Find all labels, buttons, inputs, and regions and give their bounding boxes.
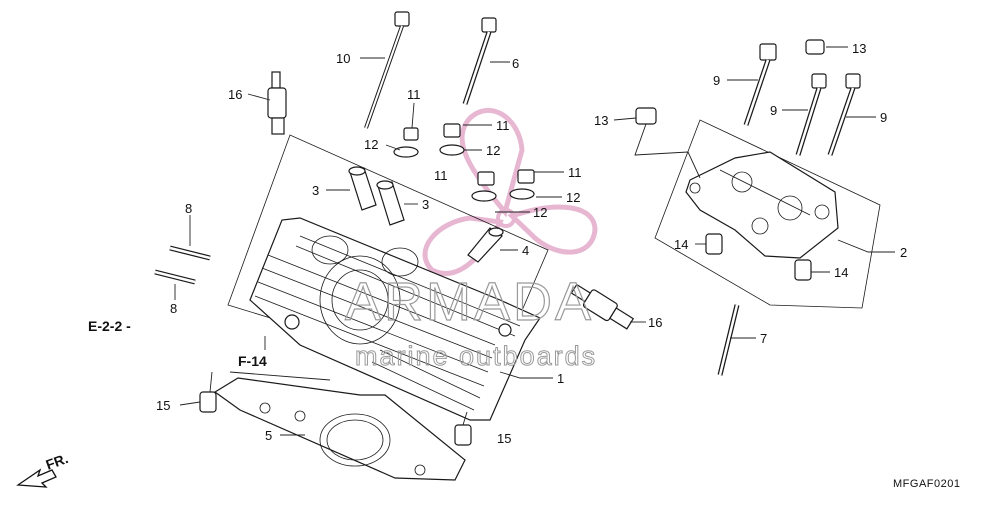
leader-lines [174, 46, 895, 436]
callout-4: 4 [522, 243, 529, 258]
callout-15-left: 15 [156, 398, 170, 413]
callout-7: 7 [760, 331, 767, 346]
dowel-pin-14-right [794, 259, 812, 281]
callout-5: 5 [265, 428, 272, 443]
valve-guide-3-left [348, 166, 377, 211]
ref-f-14: F-14 [238, 353, 267, 369]
callout-3-right: 3 [422, 197, 429, 212]
callout-12-d: 12 [533, 205, 547, 220]
nut-13-top [805, 39, 825, 55]
front-label: FR. [44, 450, 71, 473]
bolt-9-middle [795, 73, 827, 156]
callout-3-left: 3 [312, 183, 319, 198]
cylinder-head [249, 217, 541, 421]
bolt-10 [364, 11, 410, 129]
callout-11-c: 11 [434, 168, 448, 183]
callout-9-right: 9 [880, 110, 887, 125]
callout-9-middle: 9 [770, 103, 777, 118]
stud-bolt-8-upper [169, 245, 211, 261]
callout-13-left: 13 [594, 113, 608, 128]
stud-bolt-7 [717, 304, 740, 376]
washer-12-c [471, 190, 497, 202]
callout-12-c: 12 [566, 190, 580, 205]
callout-12-b: 12 [486, 143, 500, 158]
callout-16-upper: 16 [228, 87, 242, 102]
bolt-9-right [827, 73, 861, 156]
callout-16-lower: 16 [648, 315, 662, 330]
callout-10: 10 [336, 51, 350, 66]
spark-plug-16-lower [570, 283, 635, 330]
watermark-tagline: marine outboards [355, 341, 597, 371]
washer-12-a [393, 146, 419, 158]
callout-6: 6 [512, 56, 519, 71]
dowel-pin-14-left [705, 233, 723, 255]
washer-12-d [509, 188, 535, 200]
bolt-6 [462, 17, 497, 105]
rocker-arm-holder-assembly-outline [654, 119, 881, 309]
dowel-pin-15-right [454, 424, 472, 446]
callout-13-top: 13 [852, 41, 866, 56]
bolt-9-left [743, 43, 777, 126]
valve-guide-3-right [376, 180, 405, 226]
callout-11-b: 11 [496, 118, 510, 133]
callout-11-d: 11 [568, 165, 582, 180]
callout-2: 2 [900, 245, 907, 260]
callout-12-a: 12 [364, 137, 378, 152]
callout-1: 1 [557, 371, 564, 386]
callout-15-right: 15 [497, 431, 511, 446]
callout-14-left: 14 [674, 237, 688, 252]
diagram-code: MFGAF0201 [893, 478, 960, 490]
rocker-arm-holder [685, 151, 839, 259]
dowel-pin-15-left [199, 391, 217, 413]
callout-8-lower: 8 [170, 301, 177, 316]
callout-8-upper: 8 [185, 201, 192, 216]
callout-9-left: 9 [713, 73, 720, 88]
ref-e-2-2: E-2-2 - [88, 318, 131, 334]
callout-11-a: 11 [407, 87, 421, 102]
nut-11-b [443, 123, 461, 138]
nut-13-left [635, 107, 657, 125]
nut-11-d [517, 169, 535, 184]
watermark-brand: ARMADA [345, 272, 594, 332]
washer-12-b [439, 144, 465, 156]
spark-plug-16-upper [267, 71, 287, 135]
callout-14-right: 14 [834, 265, 848, 280]
nut-11-c [477, 171, 495, 186]
front-arrow-icon: FR. [16, 450, 71, 488]
valve-guide-4 [467, 227, 504, 263]
stud-bolt-8-lower [154, 269, 196, 285]
nut-11-a [403, 127, 419, 141]
cylinder-head-gasket [213, 377, 466, 481]
